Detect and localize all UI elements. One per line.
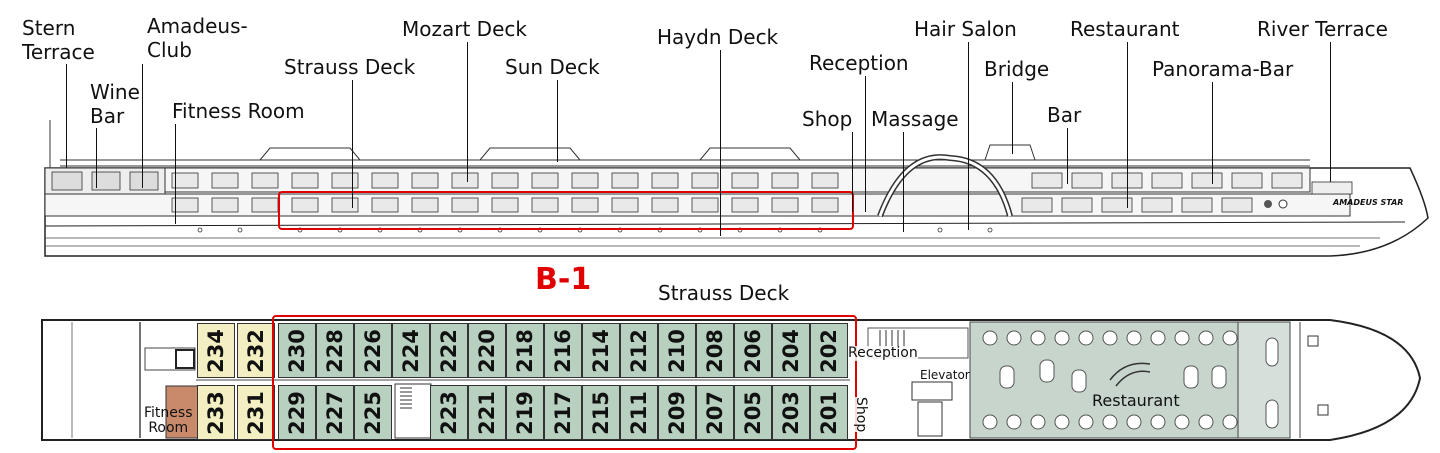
cabin-207[interactable]: 207 [696, 385, 734, 440]
leader-mozart-deck [467, 42, 468, 182]
leader-sun-deck [557, 80, 558, 162]
cabin-number: 234 [204, 328, 228, 373]
cabin-231[interactable]: 231 [237, 385, 275, 440]
leader-reception [865, 76, 866, 212]
cabin-227[interactable]: 227 [316, 385, 354, 440]
cabin-number: 231 [244, 390, 268, 435]
leader-amadeus-club [142, 64, 143, 188]
cabin-234[interactable]: 234 [197, 323, 235, 378]
label-restaurant: Restaurant [1070, 17, 1180, 41]
cabin-221[interactable]: 221 [468, 385, 506, 440]
section-mark: B-1 [535, 262, 592, 297]
cabin-208[interactable]: 208 [696, 323, 734, 378]
cabin-214[interactable]: 214 [582, 323, 620, 378]
label-shop: Shop [802, 107, 853, 131]
label-river-terrace: River Terrace [1257, 17, 1388, 41]
leader-panorama-bar [1212, 82, 1213, 184]
windows-upper [171, 172, 1303, 189]
leader-river-terrace [1330, 42, 1331, 182]
cabin-225[interactable]: 225 [354, 385, 392, 440]
profile-highlight-strauss-deck [278, 191, 854, 230]
leader-wine-bar [96, 128, 97, 188]
cabin-205[interactable]: 205 [734, 385, 772, 440]
label-strauss-deck: Strauss Deck [284, 55, 416, 79]
label-stern-terrace: Stern Terrace [22, 16, 95, 64]
cabin-223[interactable]: 223 [430, 385, 468, 440]
cabin-218[interactable]: 218 [506, 323, 544, 378]
cabin-226[interactable]: 226 [354, 323, 392, 378]
cabin-215[interactable]: 215 [582, 385, 620, 440]
cabin-203[interactable]: 203 [772, 385, 810, 440]
cabin-210[interactable]: 210 [658, 323, 696, 378]
cabin-202[interactable]: 202 [810, 323, 848, 378]
cabin-219[interactable]: 219 [506, 385, 544, 440]
leader-fitness-room [175, 124, 176, 224]
cabin-216[interactable]: 216 [544, 323, 582, 378]
plan-title: Strauss Deck [658, 281, 790, 305]
sun-deck-railing [49, 120, 1310, 168]
label-massage: Massage [871, 107, 959, 131]
cabin-209[interactable]: 209 [658, 385, 696, 440]
cabin-number: 232 [244, 328, 268, 373]
leader-restaurant [1127, 42, 1128, 208]
plan-highlight-strauss-deck [272, 315, 857, 450]
cabin-211[interactable]: 211 [620, 385, 658, 440]
label-panorama-bar: Panorama-Bar [1152, 57, 1294, 81]
plan-label-elevator: Elevator [920, 368, 970, 382]
plan-label-shop: Shop [853, 397, 869, 433]
cabin-228[interactable]: 228 [316, 323, 354, 378]
label-bridge: Bridge [984, 57, 1050, 81]
leader-bar [1067, 128, 1068, 184]
label-hair-salon: Hair Salon [914, 17, 1017, 41]
leader-haydn-deck [720, 50, 721, 236]
cabin-217[interactable]: 217 [544, 385, 582, 440]
cabin-230[interactable]: 230 [278, 323, 316, 378]
cabin-222[interactable]: 222 [430, 323, 468, 378]
label-reception: Reception [809, 51, 909, 75]
label-mozart-deck: Mozart Deck [402, 17, 527, 41]
plan-label-fitness-room: Fitness Room [144, 405, 193, 436]
windows-lower [171, 197, 1253, 213]
leader-shop [852, 132, 853, 212]
cabin-224[interactable]: 224 [392, 323, 430, 378]
plan-label-reception: Reception [848, 345, 918, 361]
cabin-220[interactable]: 220 [468, 323, 506, 378]
cabin-201[interactable]: 201 [810, 385, 848, 440]
cabin-233[interactable]: 233 [197, 385, 235, 440]
restaurant-tables [982, 330, 1279, 430]
cabin-206[interactable]: 206 [734, 323, 772, 378]
label-bar: Bar [1047, 103, 1082, 127]
label-haydn-deck: Haydn Deck [657, 25, 779, 49]
cabin-232[interactable]: 232 [237, 323, 275, 378]
cabin-229[interactable]: 229 [278, 385, 316, 440]
leader-stern-terrace [66, 64, 67, 168]
label-fitness-room: Fitness Room [172, 99, 305, 123]
ship-name: AMADEUS STAR [1333, 198, 1404, 207]
label-amadeus-club: Amadeus- Club [147, 14, 248, 62]
cabin-212[interactable]: 212 [620, 323, 658, 378]
cabin-204[interactable]: 204 [772, 323, 810, 378]
plan-label-restaurant: Restaurant [1092, 391, 1180, 410]
cabin-number: 233 [204, 390, 228, 435]
leader-hair-salon [968, 42, 969, 230]
leader-massage [903, 132, 904, 232]
leader-strauss-deck [352, 80, 353, 208]
label-sun-deck: Sun Deck [505, 55, 600, 79]
label-wine-bar: Wine Bar [90, 80, 140, 128]
leader-bridge [1012, 82, 1013, 154]
